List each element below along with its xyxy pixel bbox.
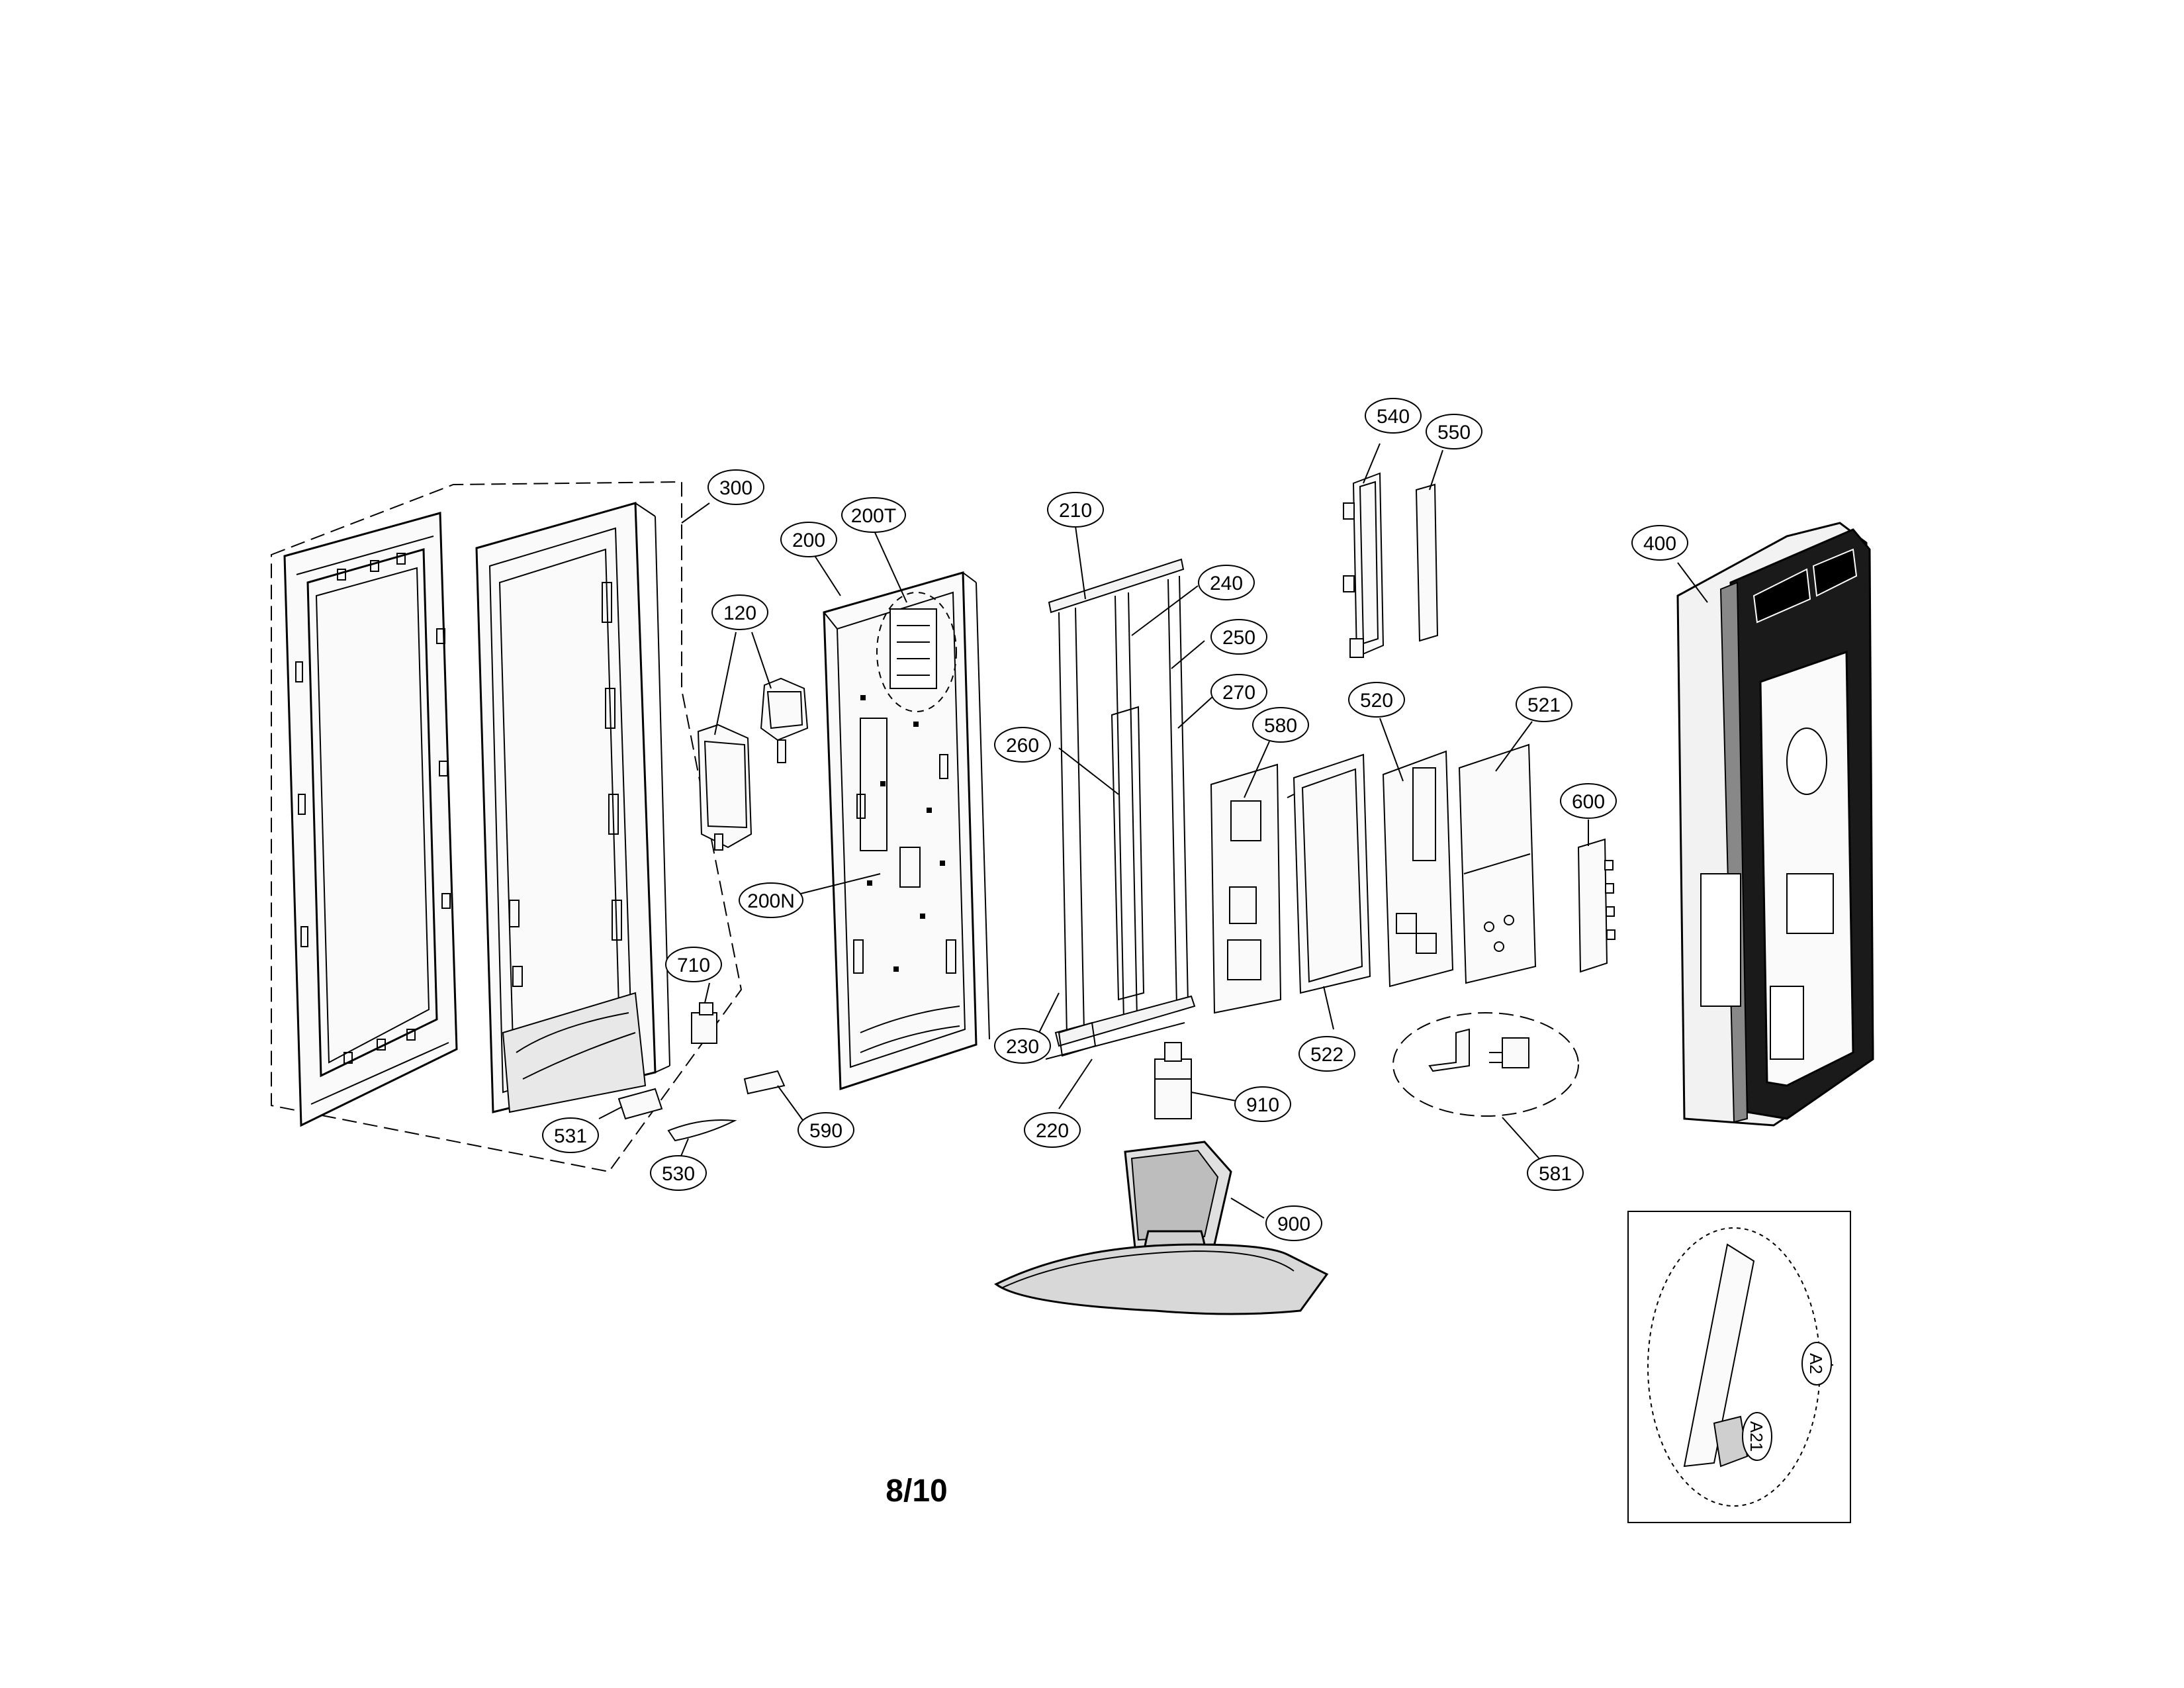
callout-label-A21: A21 bbox=[1747, 1421, 1766, 1452]
callout-label-240: 240 bbox=[1210, 573, 1243, 594]
rear-support-frame bbox=[1046, 559, 1195, 1059]
callout-200T: 200T bbox=[841, 497, 906, 533]
callout-590: 590 bbox=[797, 1112, 854, 1148]
callout-581: 581 bbox=[1527, 1155, 1584, 1191]
callout-label-200N: 200N bbox=[747, 890, 795, 912]
callout-230: 230 bbox=[994, 1028, 1051, 1064]
callout-label-710: 710 bbox=[677, 955, 710, 976]
callout-label-600: 600 bbox=[1572, 791, 1605, 813]
board-shield bbox=[1287, 755, 1370, 993]
speaker-brackets bbox=[698, 679, 807, 850]
callout-label-540: 540 bbox=[1377, 406, 1410, 428]
power-board bbox=[1211, 765, 1281, 1013]
callout-label-910: 910 bbox=[1246, 1094, 1279, 1116]
callout-521: 521 bbox=[1516, 686, 1572, 722]
small-part-530 bbox=[668, 1120, 735, 1141]
callout-531: 531 bbox=[542, 1117, 599, 1153]
callout-550: 550 bbox=[1426, 414, 1482, 449]
callout-label-250: 250 bbox=[1222, 627, 1255, 649]
callout-580: 580 bbox=[1252, 707, 1309, 743]
bracket-550 bbox=[1416, 485, 1437, 641]
detail-581 bbox=[1393, 1013, 1578, 1116]
callout-910: 910 bbox=[1234, 1086, 1291, 1122]
callout-A21: A21 bbox=[1742, 1412, 1772, 1461]
callout-label-522: 522 bbox=[1310, 1044, 1343, 1066]
callout-600: 600 bbox=[1560, 783, 1617, 819]
callout-label-530: 530 bbox=[662, 1163, 695, 1185]
small-part-590 bbox=[745, 1071, 784, 1094]
callout-label-580: 580 bbox=[1264, 715, 1297, 737]
stand-assembly bbox=[996, 1142, 1327, 1314]
callout-540: 540 bbox=[1365, 398, 1422, 434]
callout-label-260: 260 bbox=[1006, 735, 1039, 757]
callout-A2: A2 bbox=[1801, 1342, 1832, 1385]
page-number: 8/10 bbox=[886, 1474, 947, 1509]
callout-label-531: 531 bbox=[554, 1125, 587, 1147]
callout-label-210: 210 bbox=[1059, 500, 1092, 522]
stand-bracket bbox=[1155, 1043, 1191, 1119]
callouts: 300 200 200T 120 210 240 250 270 260 200… bbox=[542, 398, 1832, 1461]
side-bracket-540 bbox=[1343, 473, 1383, 657]
callout-522: 522 bbox=[1298, 1036, 1355, 1072]
callout-520: 520 bbox=[1348, 682, 1405, 718]
callout-270: 270 bbox=[1210, 674, 1267, 710]
callout-label-521: 521 bbox=[1527, 694, 1561, 716]
callout-label-900: 900 bbox=[1277, 1213, 1310, 1235]
callout-900: 900 bbox=[1265, 1205, 1322, 1241]
callout-label-270: 270 bbox=[1222, 682, 1255, 704]
callout-label-590: 590 bbox=[809, 1120, 842, 1142]
callout-120: 120 bbox=[711, 594, 768, 630]
callout-label-A2: A2 bbox=[1806, 1353, 1826, 1374]
main-chassis-frame bbox=[824, 573, 989, 1089]
callout-label-400: 400 bbox=[1643, 533, 1676, 555]
callout-250: 250 bbox=[1210, 619, 1267, 655]
small-part-710 bbox=[692, 1003, 717, 1043]
callout-260: 260 bbox=[994, 727, 1051, 763]
side-jack-module bbox=[1578, 839, 1615, 972]
rear-cover bbox=[1678, 523, 1873, 1125]
callout-200N: 200N bbox=[739, 882, 803, 918]
callout-label-120: 120 bbox=[723, 602, 756, 624]
small-part-531 bbox=[619, 1089, 662, 1119]
callout-label-230: 230 bbox=[1006, 1036, 1039, 1058]
callout-label-581: 581 bbox=[1539, 1163, 1572, 1185]
callout-220: 220 bbox=[1024, 1112, 1081, 1148]
callout-label-200: 200 bbox=[792, 530, 825, 551]
callout-530: 530 bbox=[650, 1155, 707, 1191]
callout-label-520: 520 bbox=[1360, 690, 1393, 712]
front-cabinet-group bbox=[271, 482, 741, 1172]
detail-inset-box bbox=[1628, 1211, 1850, 1523]
callout-300: 300 bbox=[707, 469, 764, 505]
callout-210: 210 bbox=[1047, 492, 1104, 528]
main-board bbox=[1383, 751, 1453, 986]
callout-240: 240 bbox=[1198, 565, 1255, 600]
callout-710: 710 bbox=[665, 947, 722, 982]
callout-label-550: 550 bbox=[1437, 422, 1471, 444]
callout-label-220: 220 bbox=[1036, 1120, 1069, 1142]
callout-400: 400 bbox=[1631, 525, 1688, 561]
callout-label-200T: 200T bbox=[851, 505, 896, 527]
callout-label-300: 300 bbox=[719, 477, 752, 499]
connector-shield bbox=[1459, 745, 1535, 983]
leader-lines bbox=[598, 443, 1708, 1219]
callout-200: 200 bbox=[780, 522, 837, 557]
